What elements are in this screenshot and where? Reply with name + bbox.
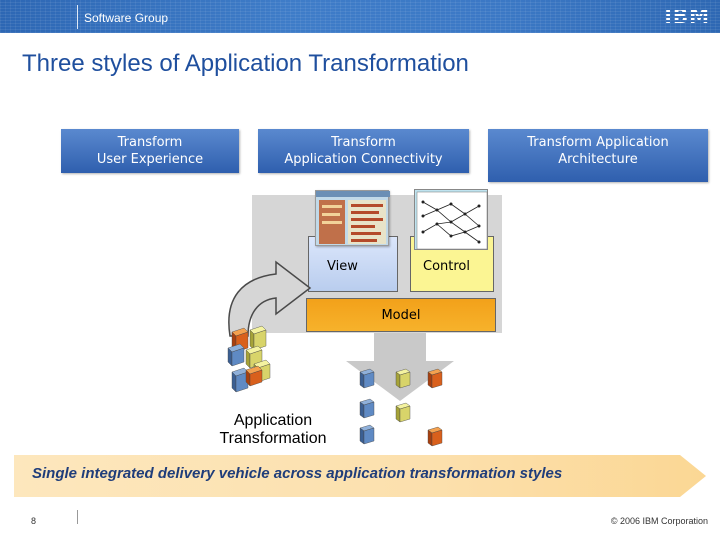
application-transformation-label: Application Transformation: [207, 412, 339, 448]
tab-line2: Architecture: [558, 152, 638, 167]
tab-line2: User Experience: [96, 152, 204, 167]
ui-screenshot-image: [315, 190, 390, 246]
slide-title: Three styles of Application Transformati…: [22, 50, 469, 77]
header-divider: [77, 5, 78, 29]
tab-line2: Application Connectivity: [284, 152, 443, 167]
tab-transform-application-architecture[interactable]: Transform Application Architecture: [488, 129, 708, 182]
tab-transform-application-connectivity[interactable]: Transform Application Connectivity: [258, 129, 469, 173]
curved-arrow: [228, 260, 312, 337]
component-cubes-right: [359, 368, 443, 447]
label-line2: Transformation: [219, 430, 327, 447]
delivery-vehicle-text: Single integrated delivery vehicle acros…: [32, 465, 563, 482]
funnel-arrow: [346, 333, 454, 401]
tab-line1: Transform: [331, 135, 396, 150]
footer-divider: [77, 510, 78, 524]
page-number: 8: [31, 516, 37, 526]
copyright-text: © 2006 IBM Corporation: [610, 516, 708, 526]
tab-line1: Transform Application: [527, 135, 669, 150]
delivery-vehicle-band: [14, 455, 706, 497]
header-banner: Software Group IBM: [0, 0, 720, 33]
tab-line1: Transform: [117, 135, 183, 150]
ibm-logo: IBM: [664, 4, 710, 28]
banner-pattern: [0, 0, 720, 33]
tab-transform-user-experience[interactable]: Transform User Experience: [61, 129, 239, 173]
group-name: Software Group: [84, 11, 169, 25]
label-line1: Application: [233, 412, 313, 429]
network-diagram-image: [414, 189, 488, 250]
component-cubes-left: [227, 325, 271, 393]
model-box: Model: [306, 298, 496, 332]
